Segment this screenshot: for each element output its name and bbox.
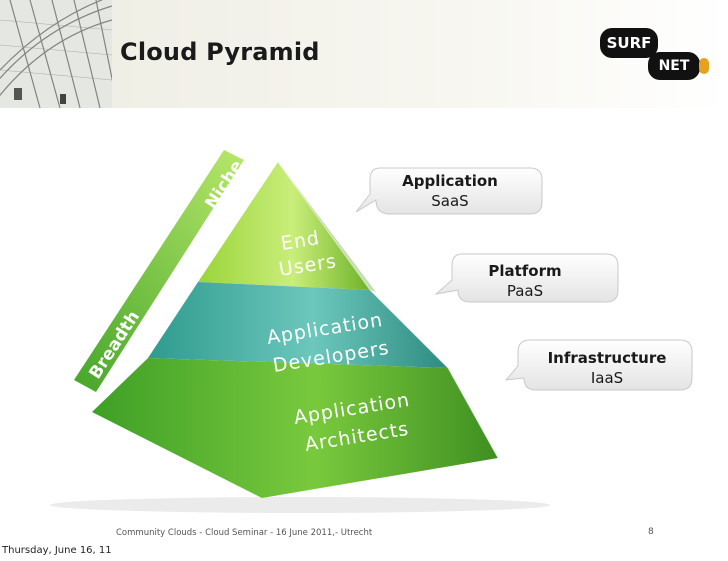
date-stamp: Thursday, June 16, 11 (2, 545, 112, 556)
bubble-platform-subtitle: PaaS (506, 282, 544, 300)
bubble-infrastructure (504, 339, 693, 391)
layer-end-users (198, 162, 370, 290)
bubble-application (355, 167, 543, 215)
bubble-application-title: Application (402, 172, 498, 190)
bubble-platform-title: Platform (488, 262, 562, 280)
slide-footer: Community Clouds - Cloud Seminar - 16 Ju… (116, 528, 373, 538)
axis-strip (74, 150, 244, 392)
bubble-infrastructure-text: Infrastructure IaaS (532, 348, 682, 388)
logo-accent (699, 58, 709, 74)
glass-roof-photo (0, 0, 112, 108)
layer-application-developers (148, 282, 448, 368)
header-photo (0, 0, 112, 108)
bubble-platform (434, 253, 619, 303)
logo-surf: SURF (600, 28, 658, 58)
layer-application-architects (92, 358, 498, 498)
bubble-application-subtitle: SaaS (431, 192, 469, 210)
page-number: 8 (648, 527, 654, 537)
pyramid-shadow (50, 497, 550, 513)
bubble-platform-text: Platform PaaS (464, 261, 586, 301)
bubble-infrastructure-subtitle: IaaS (590, 369, 624, 387)
bubble-application-text: Application SaaS (380, 171, 520, 211)
bubble-infrastructure-title: Infrastructure (547, 349, 667, 367)
logo-net: NET (648, 52, 700, 80)
slide-title: Cloud Pyramid (120, 38, 320, 66)
